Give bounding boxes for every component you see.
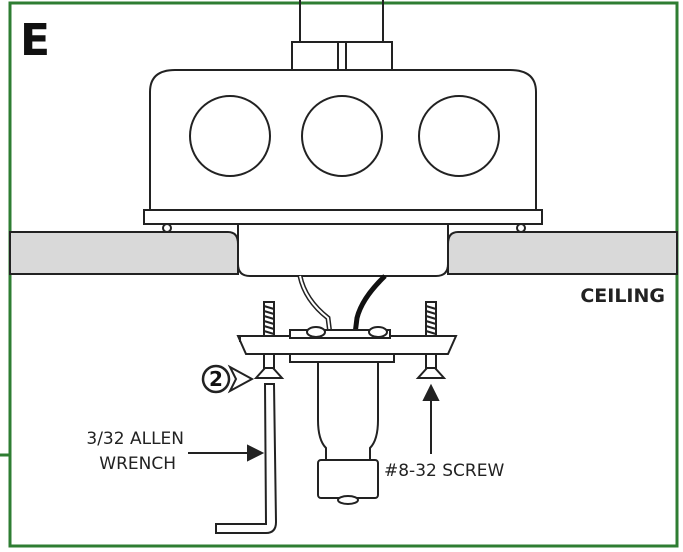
- callout-2: 2: [201, 364, 255, 394]
- wires: [297, 274, 387, 335]
- screw-arrow-head: [422, 383, 440, 401]
- allen-wrench: [215, 383, 278, 534]
- downrod: [291, 0, 393, 71]
- knockout-hole-center: [301, 95, 383, 177]
- ceiling-label: CEILING: [580, 285, 665, 307]
- mounting-bracket: [236, 326, 458, 363]
- screw-label: #8-32 SCREW: [384, 461, 504, 481]
- ceiling-slab: [9, 223, 678, 277]
- callout-number: 2: [209, 367, 223, 391]
- knockout-hole-right: [418, 95, 500, 177]
- fixture-housing: [143, 69, 543, 225]
- step-letter: E: [20, 15, 50, 66]
- right-screw: [415, 301, 447, 379]
- wrench-label-line2: WRENCH: [99, 454, 176, 474]
- wrench-label-line1: 3/32 ALLEN: [86, 429, 184, 449]
- lamp-socket: [317, 361, 379, 505]
- wrench-arrow-head: [247, 444, 265, 462]
- pointer-arrows: [188, 383, 440, 462]
- left-screw: [253, 301, 285, 379]
- knockout-hole-left: [189, 95, 271, 177]
